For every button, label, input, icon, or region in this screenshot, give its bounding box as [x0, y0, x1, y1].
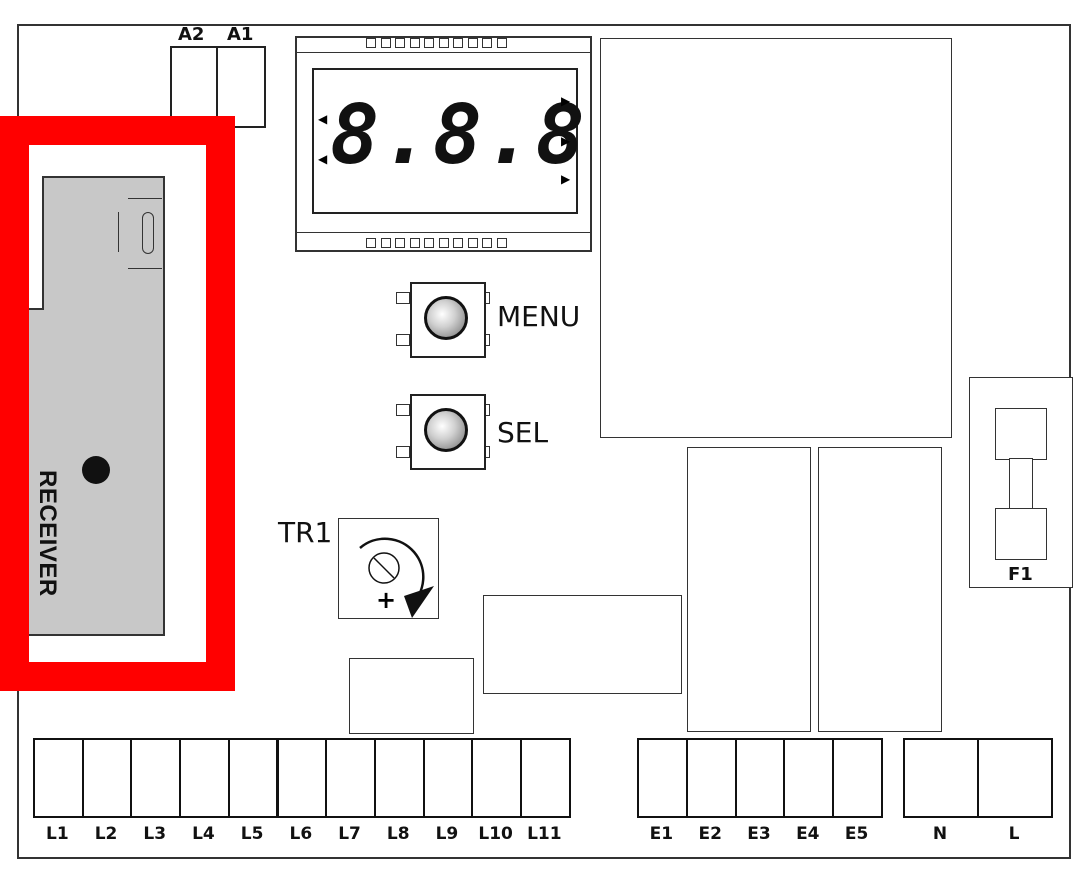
- lcd-pin: [438, 238, 449, 248]
- fuse-cap: [995, 508, 1047, 560]
- terminal-n: [903, 738, 979, 818]
- terminal-label: L2: [94, 824, 118, 844]
- button-pad: [396, 404, 410, 416]
- terminal-l8: [373, 738, 425, 818]
- sel-button-label: SEL: [497, 416, 549, 449]
- terminal-l: [977, 738, 1053, 818]
- fuse-cap: [995, 408, 1047, 460]
- terminal-label: L11: [527, 824, 562, 844]
- terminal-e5: [832, 738, 883, 818]
- lcd-pin: [496, 38, 507, 48]
- terminal-l4: [179, 738, 230, 818]
- terminal-label: L9: [435, 824, 459, 844]
- receiver-crystal-line: [128, 268, 162, 269]
- lcd-pin: [424, 38, 434, 48]
- lcd-pin: [366, 238, 376, 248]
- lcd-arrow-left-icon: ◀: [318, 152, 328, 166]
- terminal-l3: [130, 738, 182, 818]
- terminal-label: L1: [46, 824, 69, 844]
- receiver-crystal-line: [128, 198, 162, 199]
- receiver-dot: [82, 456, 110, 484]
- terminal-l9: [422, 738, 474, 818]
- terminal-label: L3: [143, 824, 167, 844]
- trimmer-plus: +: [376, 586, 397, 614]
- terminal-label: E3: [747, 824, 771, 844]
- lcd-pin: [482, 38, 492, 48]
- terminal-l2: [81, 738, 133, 818]
- button-pad: [396, 446, 410, 458]
- terminal-e2: [685, 738, 737, 818]
- lcd-pin: [409, 38, 420, 48]
- lcd-pin: [424, 238, 434, 248]
- relay-small: [818, 447, 942, 732]
- connector-a1-label: A1: [227, 24, 254, 45]
- button-pad: [396, 292, 410, 304]
- lcd-pin: [380, 38, 391, 48]
- component-block: [349, 658, 474, 734]
- trimmer-label: TR1: [278, 516, 333, 549]
- lcd-pin: [496, 238, 507, 248]
- lcd-pin: [366, 38, 376, 48]
- terminal-label: L4: [192, 824, 215, 844]
- lcd-arrow-right-icon: ▶: [561, 134, 571, 148]
- terminal-label: E1: [649, 824, 674, 844]
- terminal-label: L7: [338, 824, 361, 844]
- terminal-e1: [637, 738, 688, 818]
- receiver-notch: [24, 176, 44, 310]
- connector-a1: [216, 46, 266, 128]
- lcd-pin: [482, 238, 492, 248]
- lcd-pin: [467, 38, 478, 48]
- button-pad: [396, 334, 410, 346]
- lcd-arrow-right-icon: ▶: [561, 172, 571, 186]
- terminal-l10: [471, 738, 522, 818]
- component-block: [483, 595, 682, 694]
- trimmer-dial-icon: [359, 537, 434, 618]
- terminal-e4: [783, 738, 835, 818]
- lcd-bezel-line-bottom: [297, 232, 590, 233]
- lcd-digits: 8.8.8.8: [330, 88, 690, 183]
- terminal-label: L10: [478, 824, 513, 844]
- receiver-module: [24, 176, 165, 636]
- lcd-arrow-left-icon: ◀: [318, 112, 328, 126]
- terminal-label: L8: [386, 824, 410, 844]
- terminal-l1: [33, 738, 84, 818]
- connector-a2-label: A2: [178, 24, 205, 45]
- terminal-label: E5: [844, 824, 869, 844]
- lcd-pin: [380, 238, 391, 248]
- terminal-l7: [325, 738, 376, 818]
- relay-large: [600, 38, 952, 438]
- terminal-label: L6: [289, 824, 313, 844]
- receiver-highlight-frame: [0, 116, 235, 691]
- lcd-pin: [453, 238, 463, 248]
- terminal-label: E4: [796, 824, 820, 844]
- lcd-pin: [438, 38, 449, 48]
- lcd-screen: [312, 68, 578, 214]
- receiver-crystal: [142, 212, 154, 254]
- menu-button-cap[interactable]: [424, 296, 468, 340]
- lcd-pin: [395, 238, 405, 248]
- receiver-crystal-line: [118, 212, 119, 252]
- relay-small: [687, 447, 811, 732]
- lcd-bezel-line-top: [297, 52, 590, 53]
- terminal-e3: [734, 738, 786, 818]
- fuse-label: F1: [1008, 564, 1033, 585]
- terminal-l11: [520, 738, 571, 818]
- menu-button-label: MENU: [497, 300, 581, 333]
- lcd-arrow-right-icon: ▶: [561, 94, 571, 108]
- terminal-label: E2: [698, 824, 722, 844]
- terminal-l6: [276, 738, 328, 818]
- fuse-body: [1009, 458, 1033, 510]
- terminal-label: N: [932, 824, 948, 844]
- lcd-pin: [409, 238, 420, 248]
- lcd-pin: [453, 38, 463, 48]
- sel-button-cap[interactable]: [424, 408, 468, 452]
- terminal-label: L: [1008, 824, 1020, 844]
- lcd-pin: [467, 238, 478, 248]
- lcd-pin: [395, 38, 405, 48]
- terminal-l5: [227, 738, 279, 818]
- terminal-label: L5: [240, 824, 264, 844]
